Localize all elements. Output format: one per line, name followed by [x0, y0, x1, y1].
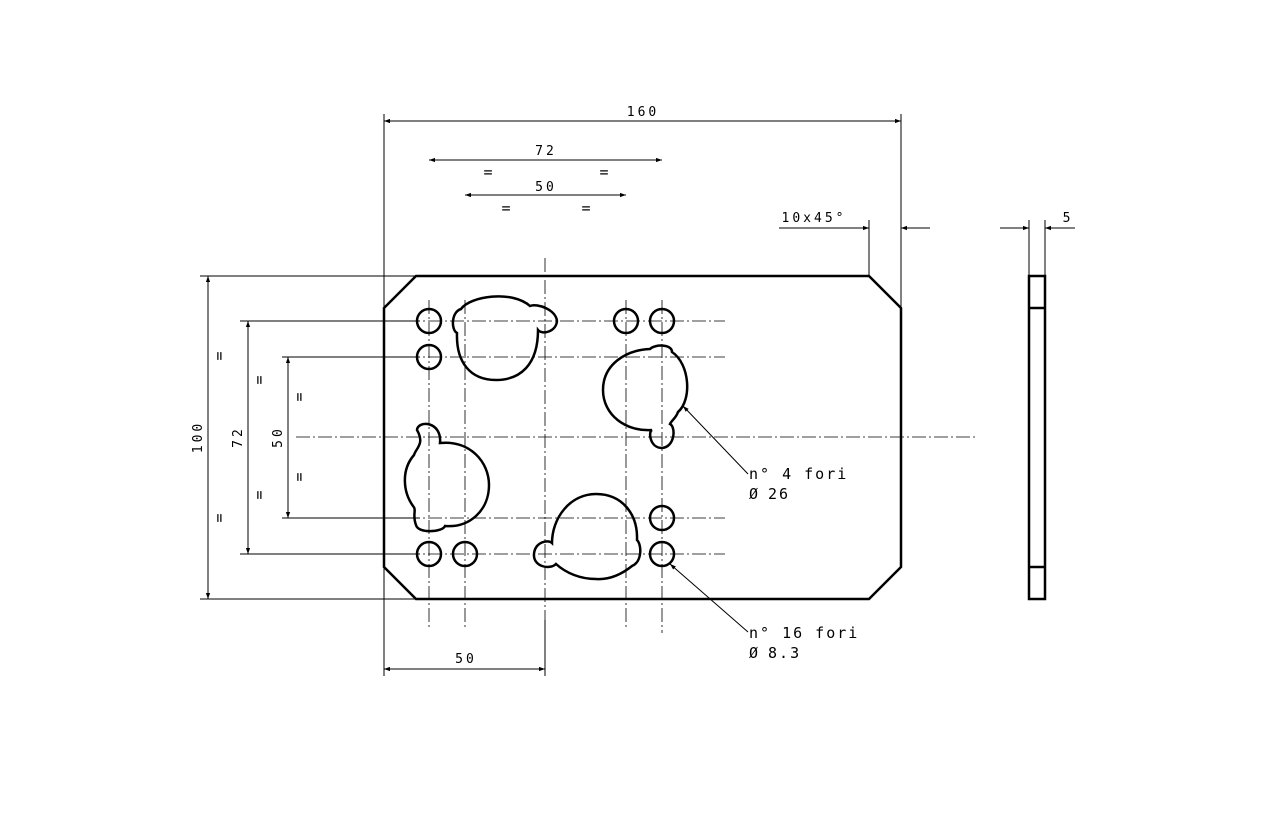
small-holes-diameter-value: 8.3	[768, 644, 801, 662]
side-view-outline	[1027, 274, 1047, 601]
equal-mark: =	[290, 472, 308, 481]
dim-thickness-label: 5	[1063, 211, 1074, 226]
large-holes-diameter-note: Ø 26	[749, 485, 790, 503]
dim-chamfer-label: 10x45°	[782, 211, 847, 226]
dimension-lines	[205, 118, 1075, 672]
dim-72-v-label: 72	[231, 426, 246, 448]
leader-small-holes	[669, 563, 749, 633]
equal-mark: =	[210, 351, 228, 360]
extension-lines	[200, 114, 1046, 676]
equal-mark: =	[210, 513, 228, 522]
dim-100-label: 100	[191, 421, 206, 453]
equal-mark: =	[483, 163, 492, 181]
small-hole	[648, 540, 676, 568]
diameter-symbol: Ø	[749, 644, 760, 662]
large-holes-diameter-value: 26	[768, 485, 790, 503]
small-hole	[451, 540, 479, 568]
small-holes-count-note: n° 16 fori	[749, 624, 859, 642]
large-hole-left	[403, 422, 491, 533]
small-holes-diameter-note: Ø 8.3	[749, 644, 801, 662]
center-lines	[296, 258, 975, 633]
small-hole	[648, 307, 676, 335]
plate-outline	[382, 274, 903, 601]
equal-mark: =	[599, 163, 608, 181]
equal-mark: =	[581, 199, 590, 217]
dim-50-h-label: 50	[535, 180, 557, 195]
dim-160-label: 160	[627, 105, 659, 120]
dim-50-v-label: 50	[271, 426, 286, 448]
leader-large-holes	[682, 405, 749, 475]
small-hole	[612, 307, 640, 335]
equal-mark: =	[501, 199, 510, 217]
diameter-symbol: Ø	[749, 485, 760, 503]
dimension-texts: 160 72 50 50 10x45° 5 100 72 50	[191, 105, 1074, 667]
equal-mark: =	[290, 392, 308, 401]
large-hole-right	[601, 344, 689, 450]
equal-marks: = = = = = = = = = =	[210, 163, 609, 523]
side-view	[1027, 274, 1047, 601]
small-hole	[648, 504, 676, 532]
equal-mark: =	[250, 490, 268, 499]
large-hole-top-left	[451, 295, 559, 382]
equal-mark: =	[250, 375, 268, 384]
dim-72-h-label: 72	[535, 144, 557, 159]
large-hole-bottom	[532, 492, 642, 581]
large-holes	[403, 295, 689, 581]
large-holes-count-note: n° 4 fori	[749, 465, 848, 483]
dim-50-bottom-label: 50	[455, 652, 477, 667]
hole-notes: n° 4 fori Ø 26 n° 16 fori Ø 8.3	[749, 465, 859, 662]
